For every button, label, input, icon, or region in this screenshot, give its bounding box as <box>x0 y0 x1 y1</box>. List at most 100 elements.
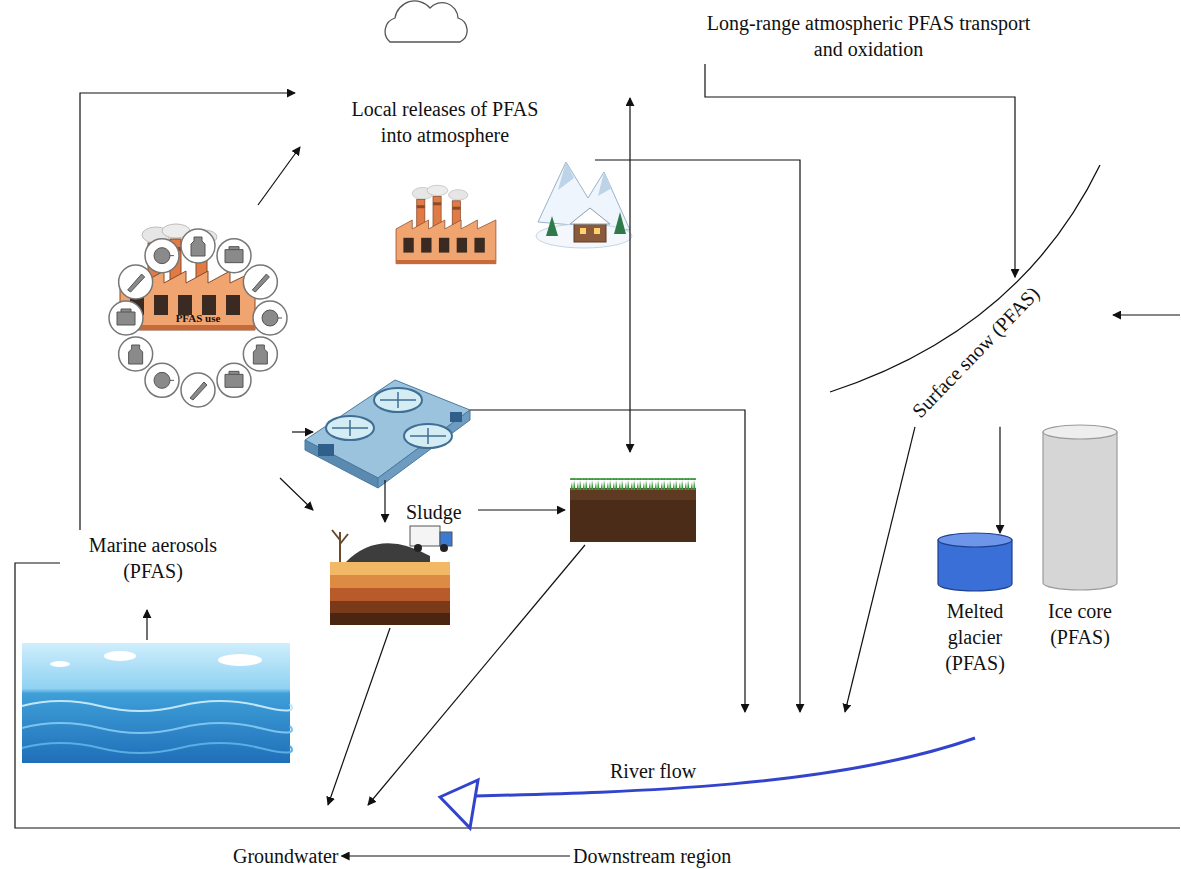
use-icon <box>119 265 153 299</box>
cloud-icon <box>385 1 467 42</box>
landfill-icon <box>410 526 440 546</box>
soil-icon <box>570 488 696 542</box>
use-icon <box>154 372 174 388</box>
flow-arrow <box>146 610 147 640</box>
soil-icon <box>570 478 696 542</box>
node-text: Local releases of PFAS into atmosphere <box>343 96 548 148</box>
node-text: Surface snow (PFAS) <box>906 281 1045 423</box>
ice-core-cylinder-shape <box>1035 425 1125 590</box>
flow-arrow <box>384 480 385 522</box>
sea-icon <box>104 651 136 661</box>
node-text: Long-range atmospheric PFAS transport an… <box>696 10 1041 62</box>
sludge-label: Sludge <box>403 497 465 527</box>
treatment-plant-icon <box>305 380 470 488</box>
factory-icon <box>396 185 496 263</box>
landfill-icon <box>330 526 452 625</box>
flow-arrow <box>368 545 585 805</box>
sea-icon <box>22 723 292 733</box>
treatment-plant-icon <box>318 444 334 456</box>
node-text: PFAS use <box>176 311 221 325</box>
use-icon <box>145 239 179 273</box>
sea-icon <box>22 701 292 711</box>
use-icon <box>253 345 267 364</box>
node-text: River flow <box>610 758 982 784</box>
snow-mountain-icon <box>580 228 586 234</box>
soil-icon <box>570 500 696 542</box>
flow-arrow <box>15 563 1180 828</box>
snow-mountain-icon <box>570 208 610 224</box>
cylinder-top <box>938 533 1012 547</box>
use-icon <box>225 371 243 387</box>
node-text: Downstream region <box>573 845 731 867</box>
flow-connector <box>342 855 570 856</box>
use-icon <box>243 265 277 299</box>
treatment-plant-icon <box>305 440 378 488</box>
snow-label: Surface snow (PFAS) <box>902 277 1048 427</box>
flow-arrow <box>470 410 745 712</box>
use-icon <box>217 363 251 397</box>
use-icon <box>119 337 153 371</box>
downstream-label: Downstream region <box>570 843 734 869</box>
treatment-plant-icon <box>378 410 470 488</box>
flow-arrow <box>478 509 565 510</box>
use-icon <box>128 274 145 292</box>
river-node: River flow <box>435 712 985 832</box>
atmosphere-node: Local releases of PFAS into atmosphere <box>295 0 595 150</box>
landfill-icon <box>414 544 422 552</box>
landfill-icon <box>346 543 430 562</box>
use-icon <box>109 301 143 335</box>
use-icon <box>243 265 277 299</box>
sea-icon <box>50 661 70 667</box>
cylinder-top <box>1043 425 1117 439</box>
sea-icon <box>22 743 292 753</box>
treatment-plant-icon <box>332 392 446 444</box>
use-icon <box>262 310 282 326</box>
flow-arrow <box>280 478 313 510</box>
landfill-icon <box>330 588 450 601</box>
flow-connector <box>595 160 800 712</box>
sea-icon <box>218 654 262 666</box>
atmosphere-node-shape <box>295 0 595 50</box>
flow-arrow <box>328 628 390 805</box>
landfill-icon <box>330 562 450 575</box>
node-text: Marine aerosols (PFAS) <box>78 532 228 584</box>
flow-connector <box>845 427 915 712</box>
landfill-icon <box>330 601 450 613</box>
use-icon <box>225 247 243 263</box>
river-arrow <box>475 738 975 796</box>
use-icon <box>253 301 287 335</box>
cylinder-body <box>938 540 1012 591</box>
use-icon <box>190 382 207 400</box>
landfill-icon <box>330 613 450 625</box>
use-icon <box>154 248 174 264</box>
use-circle: PFAS use <box>106 226 290 410</box>
flow-arrow <box>1113 314 1180 315</box>
flow-connector <box>80 93 295 530</box>
node-text: Sludge <box>406 499 462 525</box>
groundwater-label: Groundwater <box>230 843 342 869</box>
use-icon <box>129 345 143 364</box>
flow-arrow <box>292 431 313 432</box>
use-icon <box>109 301 143 335</box>
cylinder-body <box>1043 432 1117 590</box>
use-icon <box>181 373 215 407</box>
landfill-icon <box>440 532 452 546</box>
use-icon <box>181 373 215 407</box>
node-text: Groundwater <box>233 845 339 867</box>
landfill-icon <box>440 544 448 552</box>
snow-mountain-icon <box>536 162 632 248</box>
ice-core-cylinder: Ice core (PFAS) <box>1035 425 1125 652</box>
use-icon <box>145 363 179 397</box>
use-icon <box>217 363 251 397</box>
use-icon <box>243 337 277 371</box>
river-arrowhead <box>440 780 478 828</box>
use-icon <box>217 239 251 273</box>
use-icon <box>191 237 205 256</box>
use-icon <box>243 337 277 371</box>
flow-connector <box>705 64 1015 277</box>
node-text: Ice core (PFAS) <box>1038 598 1122 650</box>
use-icon <box>181 229 215 263</box>
